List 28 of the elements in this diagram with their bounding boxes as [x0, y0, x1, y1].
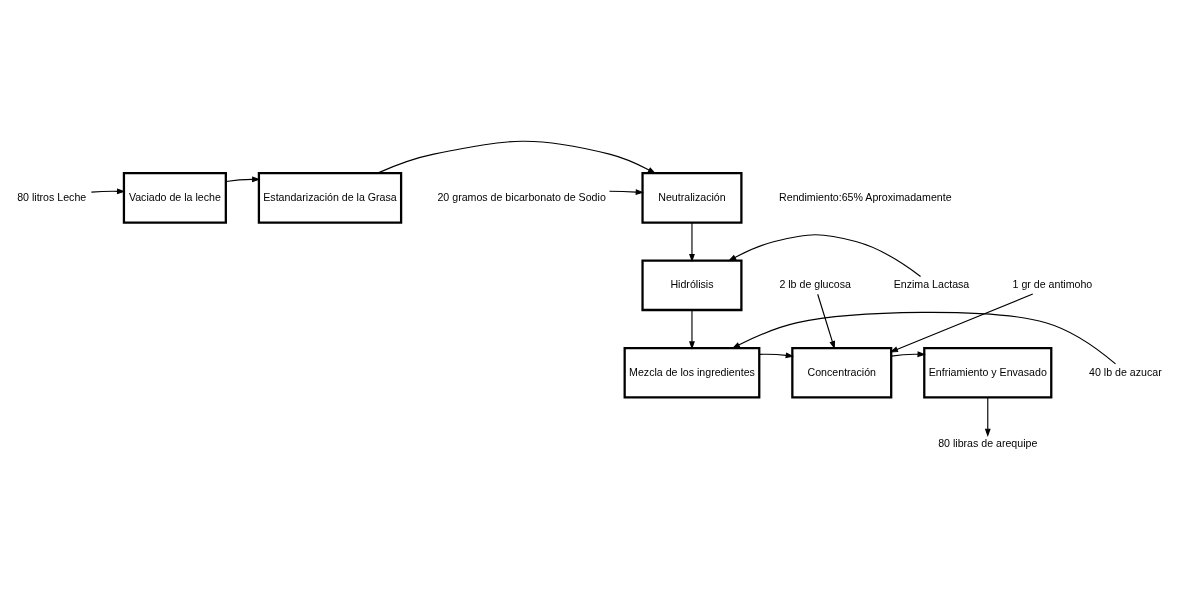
node-box: Enfriamiento y Envasado	[923, 346, 1053, 399]
arrow	[689, 221, 695, 262]
arrow	[608, 188, 645, 195]
node-box: Neutralización	[641, 171, 743, 224]
node-text: 20 gramos de bicarbonato de Sodio	[437, 190, 606, 203]
arrow	[889, 293, 1034, 352]
node-box: Concentración	[791, 346, 893, 399]
arrow	[90, 187, 126, 194]
node-text: 80 litros Leche	[17, 190, 87, 203]
arrow	[727, 233, 922, 277]
label: Rendimiento:65% Aproximadamente	[779, 190, 952, 203]
node-text: Enzima Lactasa	[893, 277, 970, 290]
node-text: 40 lb de azucar	[1089, 365, 1162, 378]
arrow	[689, 309, 695, 350]
node-box: Estandarización de la Grasa	[257, 171, 403, 224]
node-box: Mezcla de los ingredientes	[623, 346, 761, 399]
arrow	[890, 350, 926, 357]
node-box: Hidrólisis	[641, 258, 743, 311]
arrow	[731, 311, 1117, 364]
arrow	[225, 175, 261, 182]
node-text: 2 lb de glucosa	[779, 277, 851, 290]
node-text: 1 gr de antimoho	[1012, 277, 1093, 290]
arrow	[377, 140, 657, 174]
arrow	[758, 351, 794, 358]
arrow	[984, 396, 991, 437]
node-box: Vaciado de la leche	[122, 171, 227, 224]
node-text: 80 libras de arequipe	[938, 436, 1038, 449]
arrow	[817, 293, 836, 349]
